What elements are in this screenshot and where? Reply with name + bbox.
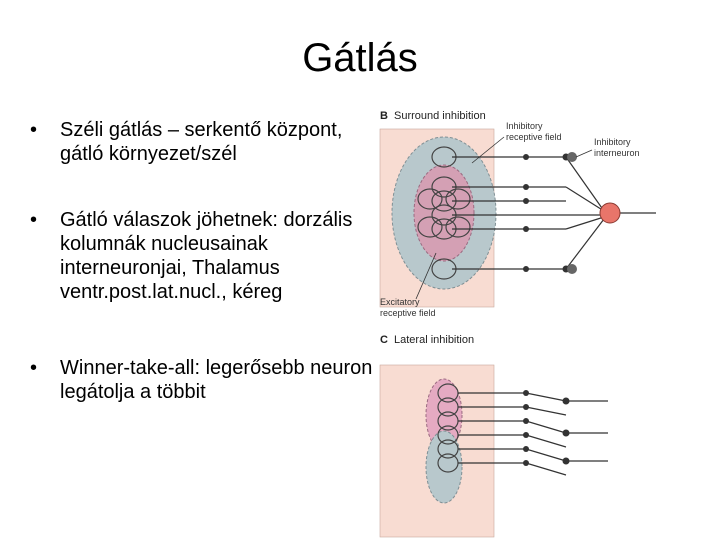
panel-b-title: Surround inhibition xyxy=(394,110,486,122)
inhibitory-field-label-1: Inhibitory xyxy=(506,121,543,131)
bullet-marker: • xyxy=(30,209,38,231)
interneuron-pointer xyxy=(575,149,593,158)
bullet-item: • Széli gátlás – serkentő központ, gátló… xyxy=(28,118,373,166)
panel-c-letter: C xyxy=(380,334,388,346)
slide-title: Gátlás xyxy=(302,36,418,80)
inhibition-diagram-svg: B Surround inhibition xyxy=(379,110,656,538)
inhibitory-interneuron-label-2: interneuron xyxy=(594,148,640,158)
inhibitory-interneuron-soma xyxy=(567,152,577,162)
inhibitory-receptive-field-c xyxy=(425,430,463,504)
inhibitory-interneuron-soma xyxy=(567,264,577,274)
synapse-dots-c xyxy=(523,390,570,466)
excitatory-field-label-2: receptive field xyxy=(380,308,436,318)
interneuron-cell xyxy=(599,202,621,224)
bullet-text: Gátló válaszok jöhetnek: dorzális kolumn… xyxy=(60,209,353,303)
excitatory-field-pointer xyxy=(415,252,437,300)
inhibitory-field-label-2: receptive field xyxy=(506,132,562,142)
inhibitory-field-pointer xyxy=(471,136,505,164)
panel-b-letter: B xyxy=(380,110,388,122)
inhibition-diagram: B Surround inhibition xyxy=(376,103,720,540)
bullet-text: Széli gátlás – serkentő központ, gátló k… xyxy=(60,119,343,165)
bullet-text: Winner-take-all: legerősebb neuron legát… xyxy=(60,357,373,403)
bullet-item: • Gátló válaszok jöhetnek: dorzális kolu… xyxy=(28,208,373,304)
bullet-item: • Winner-take-all: legerősebb neuron leg… xyxy=(28,356,373,404)
bullet-marker: • xyxy=(30,119,38,141)
inhibitory-interneuron-label-1: Inhibitory xyxy=(594,137,631,147)
excitatory-field-label-1: Excitatory xyxy=(380,297,420,307)
synapse-dots-b xyxy=(523,153,570,273)
excitatory-receptive-field xyxy=(413,164,475,262)
bullet-list: • Széli gátlás – serkentő központ, gátló… xyxy=(28,118,373,404)
panel-c-title: Lateral inhibition xyxy=(394,334,474,346)
bullet-marker: • xyxy=(30,357,38,379)
